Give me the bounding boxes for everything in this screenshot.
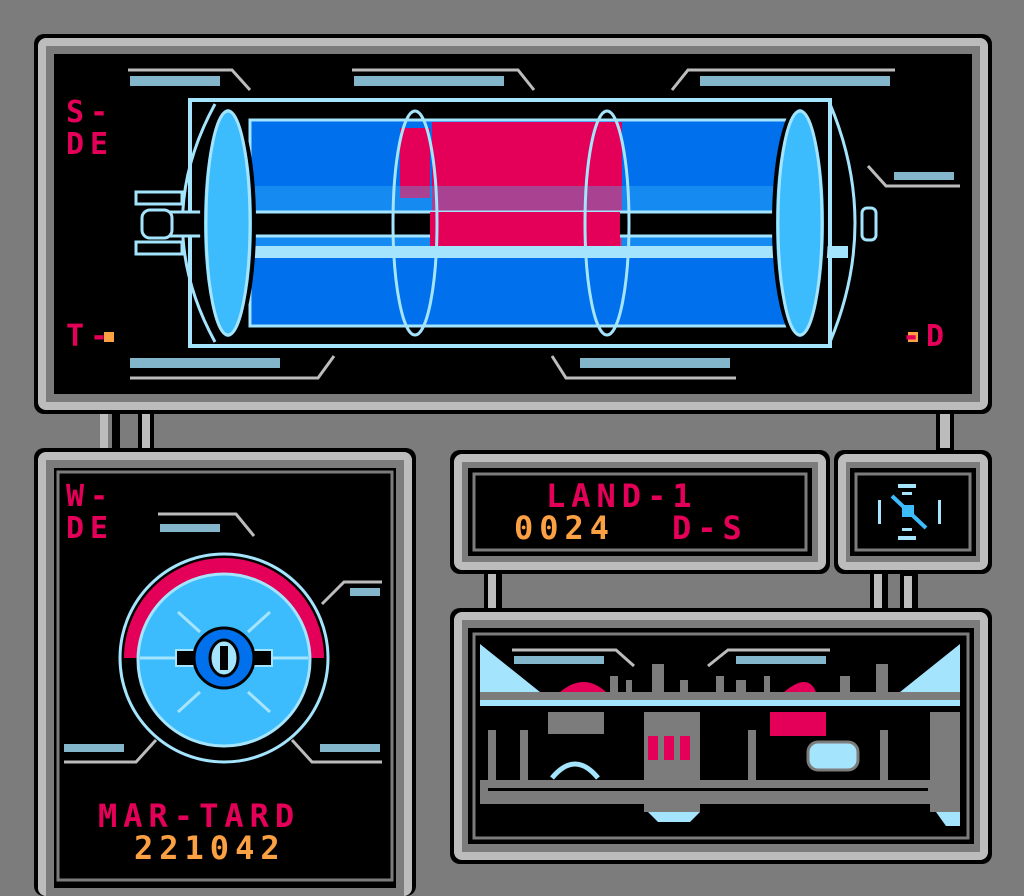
shield-dial xyxy=(64,512,382,764)
ship-marker-dots xyxy=(104,332,918,342)
ship-label-de: DE xyxy=(66,127,115,162)
ship-label-s: S- xyxy=(66,95,115,130)
ship-value: 221042 xyxy=(134,829,286,867)
land-code: D-S xyxy=(672,509,748,547)
dial-label-de: DE xyxy=(66,511,115,546)
land-label: LAND-1 xyxy=(546,477,698,515)
ship-label-t: T- xyxy=(66,319,115,354)
panel-connectors xyxy=(100,410,954,612)
land-count: 0024 xyxy=(514,509,616,547)
alien-glyph-labels xyxy=(64,76,954,752)
ship-cylinder xyxy=(134,98,878,348)
ship-label-d: -D xyxy=(902,319,951,354)
city-scene xyxy=(480,644,960,826)
city-panel-frame xyxy=(450,608,992,864)
crosshair-icon xyxy=(878,484,941,540)
status-panel-frame xyxy=(450,450,830,574)
ship-name: MAR-TARD xyxy=(98,797,301,835)
dial-label-w: W- xyxy=(66,479,115,514)
radar-panel-frame xyxy=(834,450,992,574)
ship-callouts xyxy=(128,68,960,380)
